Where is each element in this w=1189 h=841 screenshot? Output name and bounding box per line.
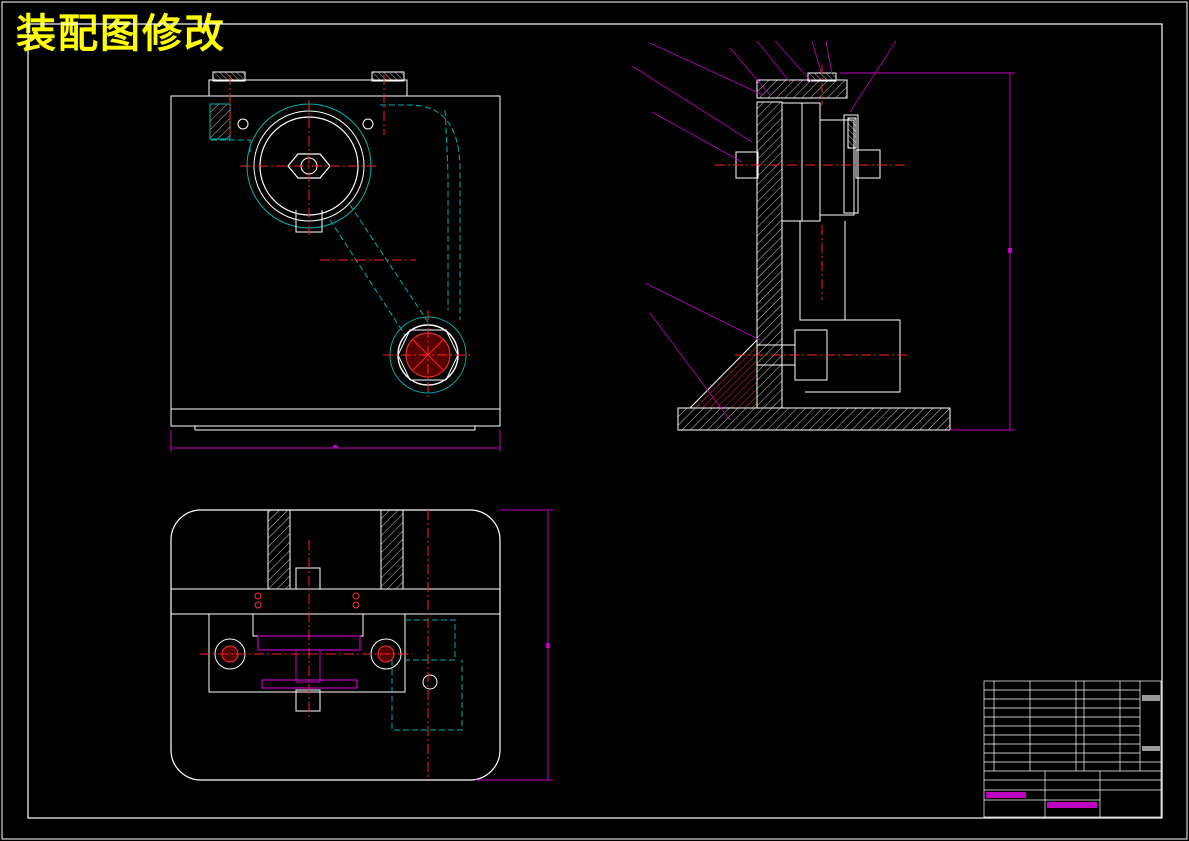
side-view	[631, 40, 1015, 431]
title-block-fills	[986, 695, 1160, 808]
front-view	[170, 71, 501, 452]
title-block	[983, 680, 1162, 818]
drawing-title: 装配图修改	[16, 10, 226, 57]
top-view	[170, 509, 553, 781]
inner-border	[27, 23, 1163, 819]
